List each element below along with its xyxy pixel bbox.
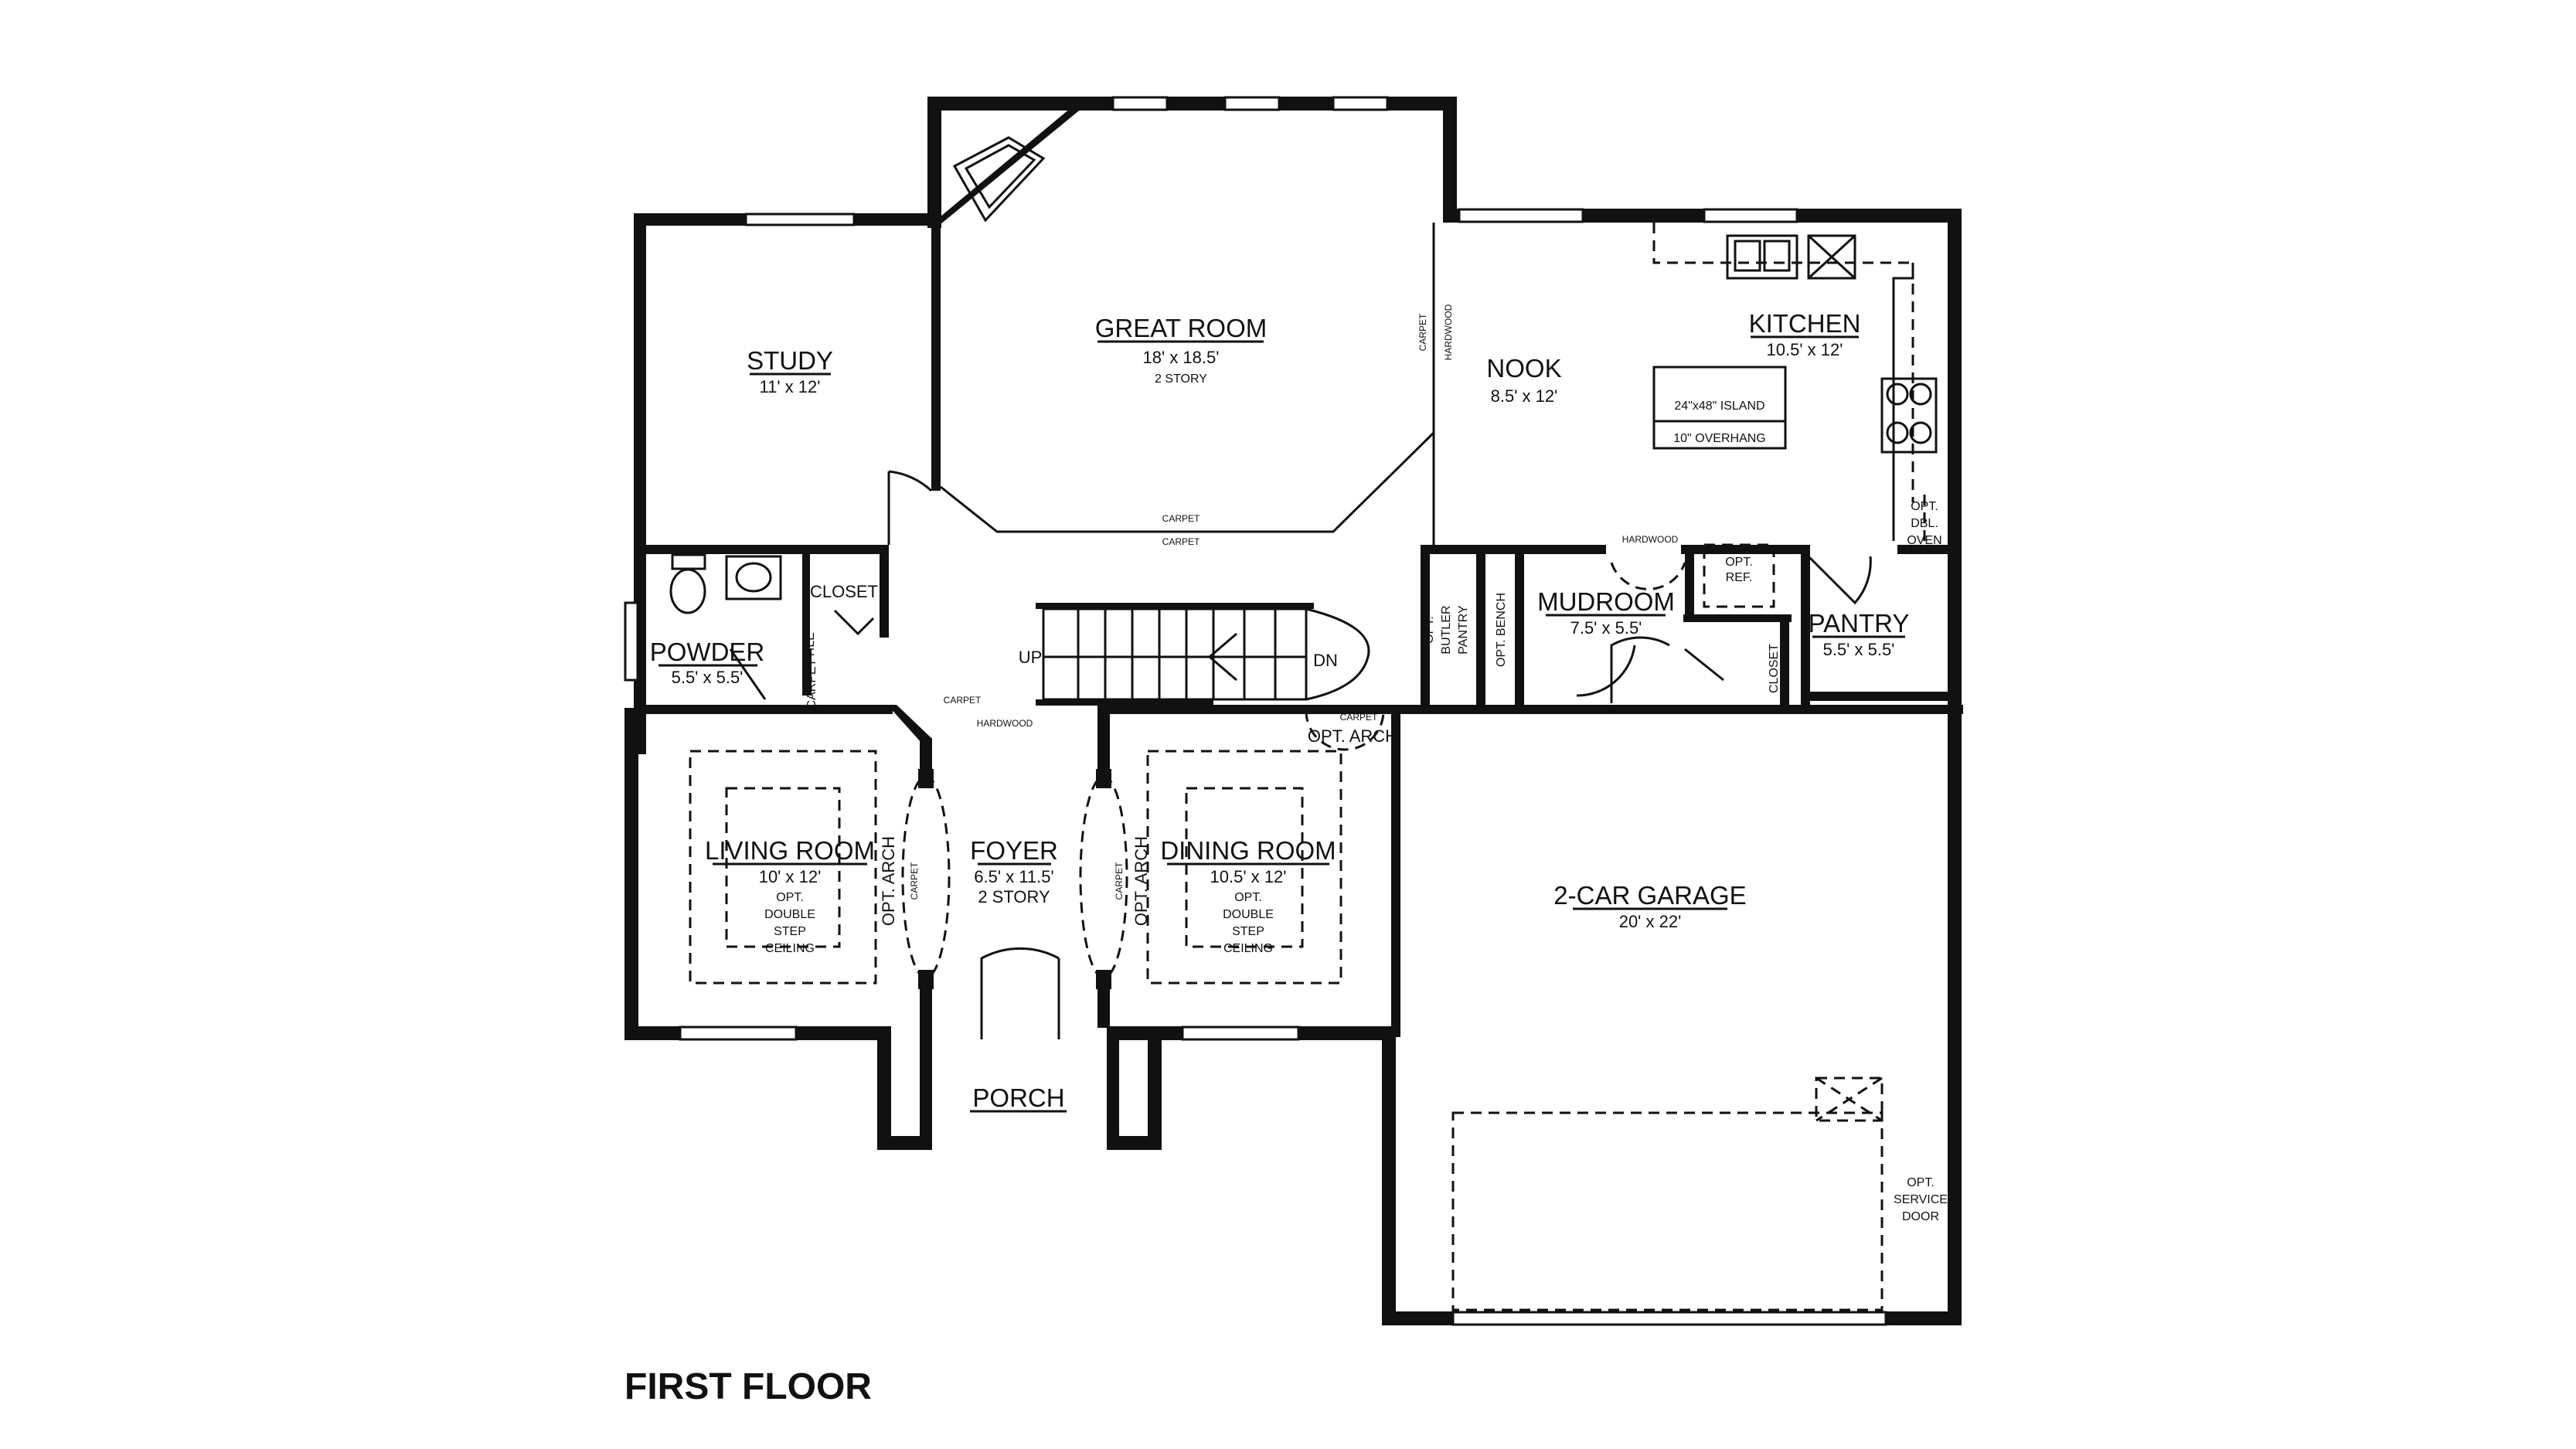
stairs bbox=[1042, 607, 1370, 701]
study-size: 11' x 12' bbox=[760, 377, 821, 396]
powder-name: POWDER bbox=[650, 638, 765, 666]
dining-ceiling-2: DOUBLE bbox=[1223, 908, 1274, 921]
kitchen-name: KITCHEN bbox=[1749, 309, 1861, 338]
notes: CLOSET CARPET CARPET CARPET HARDWOOD HAR… bbox=[804, 304, 1948, 1223]
arches bbox=[901, 710, 1385, 979]
carpet-label-1: CARPET bbox=[1162, 513, 1200, 524]
opt-arch-dining: OPT. ARCH bbox=[1131, 836, 1151, 926]
garage-name: 2-CAR GARAGE bbox=[1553, 881, 1746, 910]
dining-ceiling-4: CEILING bbox=[1223, 942, 1273, 955]
dbl-oven-3: OVEN bbox=[1907, 534, 1941, 547]
dining-ceiling-1: OPT. bbox=[1234, 891, 1262, 904]
kitchen-island: 24"x48" ISLAND bbox=[1674, 400, 1764, 413]
tile-label: TILE bbox=[804, 632, 817, 658]
living-room-size: 10' x 12' bbox=[759, 867, 822, 886]
mudroom-size: 7.5' x 5.5' bbox=[1570, 618, 1642, 638]
hardwood-label-1: HARDWOOD bbox=[977, 718, 1033, 729]
nook-name: NOOK bbox=[1486, 354, 1561, 383]
kitchen-overhang: 10" OVERHANG bbox=[1673, 432, 1766, 445]
study-name: STUDY bbox=[747, 346, 833, 375]
butler-2: BUTLER bbox=[1440, 605, 1453, 654]
carpet-label-2: CARPET bbox=[1162, 536, 1200, 547]
porch-name: PORCH bbox=[972, 1083, 1064, 1112]
mudroom-name: MUDROOM bbox=[1537, 587, 1675, 616]
carpet-label-5: CARPET bbox=[1417, 313, 1428, 351]
stair-dn-label: DN bbox=[1313, 651, 1338, 670]
garage-size: 20' x 22' bbox=[1619, 912, 1682, 931]
hardwood-label-2: HARDWOOD bbox=[1622, 534, 1679, 545]
butler-1: OPT. bbox=[1423, 616, 1436, 644]
pantry-size: 5.5' x 5.5' bbox=[1823, 640, 1895, 659]
carpet-label-8: CARPET bbox=[1114, 862, 1125, 900]
foyer-size: 6.5' x 11.5' bbox=[974, 867, 1053, 886]
dining-room-size: 10.5' x 12' bbox=[1210, 867, 1287, 886]
stair-up-label: UP bbox=[1019, 648, 1043, 667]
opt-ref-1: OPT. bbox=[1725, 556, 1753, 569]
service-door-2: SERVICE bbox=[1894, 1193, 1948, 1206]
dining-ceiling-3: STEP bbox=[1232, 925, 1264, 938]
carpet-label-7: CARPET bbox=[909, 862, 920, 900]
pantry-name: PANTRY bbox=[1809, 609, 1910, 638]
foyer-name: FOYER bbox=[970, 836, 1058, 865]
great-room-name: GREAT ROOM bbox=[1095, 314, 1267, 342]
windows bbox=[624, 96, 1887, 1326]
carpet-label-4: CARPET bbox=[1340, 712, 1378, 723]
living-ceiling-3: STEP bbox=[774, 925, 806, 938]
service-door-3: DOOR bbox=[1902, 1210, 1939, 1223]
dbl-oven-1: OPT. bbox=[1911, 500, 1938, 513]
dining-room-name: DINING ROOM bbox=[1160, 836, 1336, 865]
opt-arch-label: OPT. ARCH bbox=[1308, 726, 1397, 746]
great-room-note: 2 STORY bbox=[1155, 372, 1207, 386]
fireplace-icon bbox=[952, 136, 1046, 223]
floor-caption: FIRST FLOOR bbox=[624, 1366, 872, 1407]
hardwood-label-3: HARDWOOD bbox=[1443, 304, 1454, 360]
service-door-1: OPT. bbox=[1907, 1176, 1935, 1189]
living-ceiling-4: CEILING bbox=[765, 942, 815, 955]
closet-label-2: CLOSET bbox=[1768, 644, 1781, 693]
living-room-name: LIVING ROOM bbox=[705, 836, 875, 865]
carpet-label-3: CARPET bbox=[944, 695, 982, 706]
kitchen-fixtures bbox=[1652, 223, 1938, 608]
interior-walls bbox=[634, 108, 1963, 1037]
room-labels: GREAT ROOM 18' x 18.5' 2 STORY STUDY 11'… bbox=[650, 309, 1910, 1113]
powder-fixtures bbox=[669, 553, 782, 614]
dbl-oven-2: DBL. bbox=[1911, 517, 1938, 530]
butler-3: PANTRY bbox=[1457, 605, 1470, 655]
kitchen-size: 10.5' x 12' bbox=[1767, 340, 1843, 359]
great-room-size: 18' x 18.5' bbox=[1143, 348, 1220, 367]
living-ceiling-2: DOUBLE bbox=[764, 908, 815, 921]
nook-size: 8.5' x 12' bbox=[1491, 386, 1558, 406]
doors bbox=[729, 470, 1872, 1039]
opt-ref-2: REF. bbox=[1726, 571, 1753, 584]
closet-label: CLOSET bbox=[810, 582, 878, 601]
living-ceiling-1: OPT. bbox=[776, 891, 804, 904]
opt-arch-living: OPT. ARCH bbox=[879, 836, 898, 926]
carpet-label-6: CARPET bbox=[805, 658, 818, 709]
foyer-note: 2 STORY bbox=[978, 887, 1050, 906]
powder-size: 5.5' x 5.5' bbox=[672, 668, 744, 687]
garage-door bbox=[1451, 1077, 1884, 1311]
ceilings bbox=[689, 750, 1342, 985]
opt-bench-label: OPT. BENCH bbox=[1495, 593, 1508, 667]
